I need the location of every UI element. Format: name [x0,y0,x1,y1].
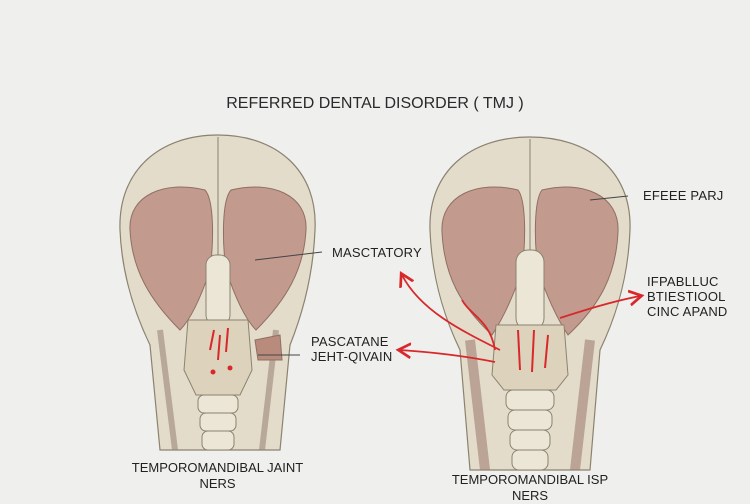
label-ifpabl-2: BTIESTIOOL [647,289,726,304]
label-ifpabl-1: IFPABLLUC [647,274,719,289]
diagram-title: REFERRED DENTAL DISORDER ( TMJ ) [226,95,524,112]
left-spine [197,394,239,451]
left-caption-line2: NERS [199,476,236,491]
left-head [119,134,323,451]
right-spine [505,389,555,471]
right-caption-line2: NERS [511,488,549,503]
label-pascatane-2: JEHT-QIVAIN [311,349,393,364]
label-ifpabl-3: CINC APAND [647,304,728,319]
right-head [429,136,631,471]
left-caption-line1: TEMPOROMANDIBAL JAINT [131,460,304,475]
referral-arrows [400,275,640,363]
right-caption-line1: TEMPOROMANDIBAL ISP [451,472,609,487]
left-caption: TEMPOROMANDIBAL JAINT NERS [110,460,325,492]
right-caption: TEMPOROMANDIBAL ISP NERS [440,472,620,504]
label-masticatory: MASCTATORY [332,245,422,260]
label-efeee-parj: EFEEE PARJ [643,188,724,203]
label-pascatane-1: PASCATANE [311,334,389,349]
